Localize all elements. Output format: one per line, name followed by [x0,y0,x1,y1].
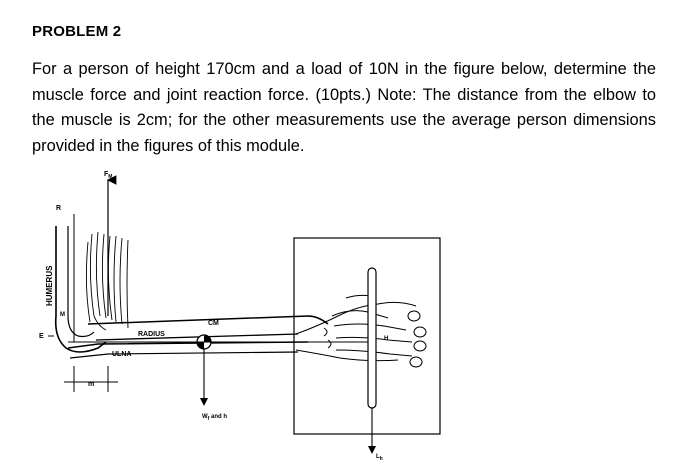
hand-label: H [384,336,388,342]
m-dimension-label: m [88,381,94,388]
humerus-label: HUMERUS [45,265,54,306]
muscle-force-label: FM [104,171,112,180]
elbow-label: E [39,333,44,340]
humerus-bone-inner [67,226,95,338]
humerus-bone [54,226,107,353]
forearm-diagram-svg: HUMERUS R E FM M RADIUS [39,171,441,462]
weight-arrowhead [200,398,208,406]
ulna-label: ULNA [112,351,131,358]
problem-title: PROBLEM 2 [32,23,122,40]
reaction-force-label: R [56,205,61,212]
radius-bone-lower [95,333,299,341]
hand [295,294,427,368]
hand-load-label: Lh [376,454,383,462]
radius-bone [87,315,329,325]
radius-label: RADIUS [138,331,165,338]
ulna-bone-lower [69,351,299,359]
held-bar [367,267,377,409]
angle-label: M [60,312,65,318]
problem-statement: For a person of height 170cm and a load … [32,60,656,155]
center-of-mass-label: CM [208,320,219,327]
biceps-muscle [85,231,129,331]
hand-box [293,237,441,435]
forearm-diagram: HUMERUS R E FM M RADIUS [28,166,448,464]
ulna-bone [67,341,309,349]
hand-load-arrowhead [368,446,376,454]
weight-label: Wf and h [202,414,227,422]
